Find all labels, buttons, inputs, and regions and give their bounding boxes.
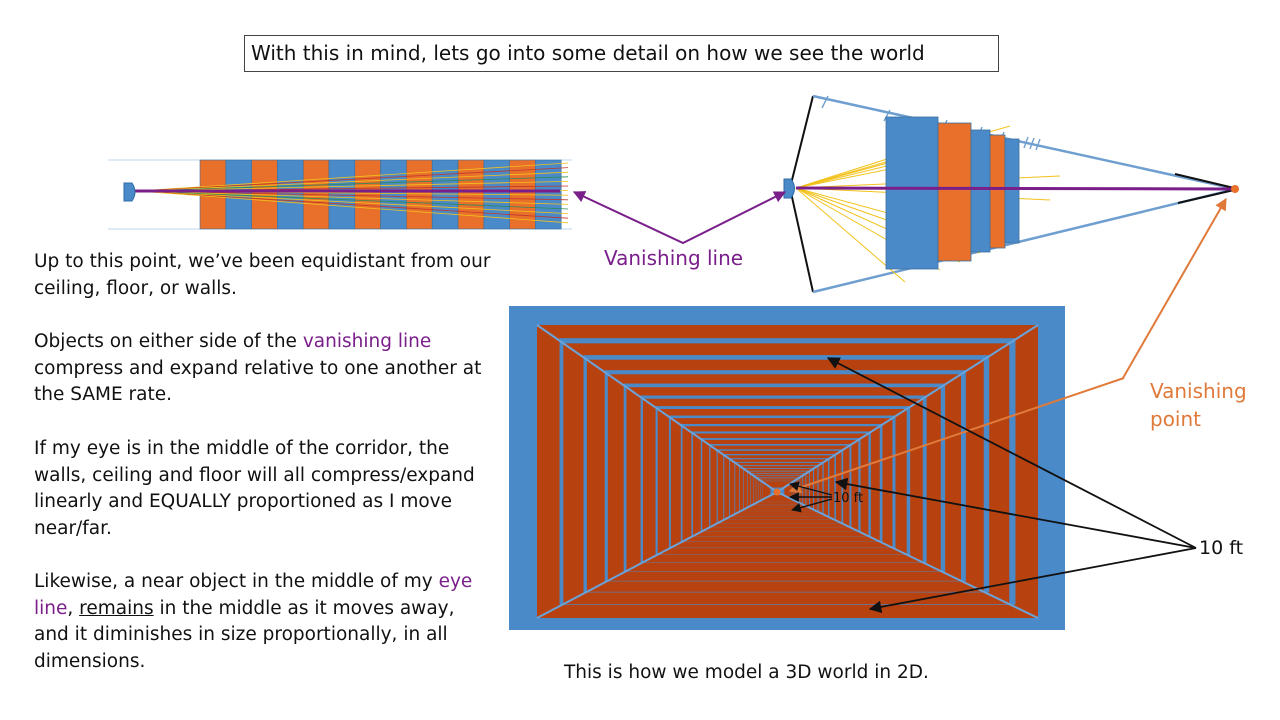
tunnel-diagonals bbox=[536, 324, 1039, 619]
remains-term: remains bbox=[79, 597, 154, 619]
upper-boundary-line bbox=[812, 94, 1237, 191]
sight-ray bbox=[135, 190, 569, 219]
tick-mark bbox=[1035, 138, 1041, 151]
tunnel-diagonal bbox=[776, 491, 1039, 619]
tick-mark bbox=[1029, 137, 1035, 150]
vanishing-point-label: Vanishing point bbox=[1150, 379, 1247, 431]
p2-text-before: Objects on either side of the bbox=[34, 331, 303, 352]
corridor-side-view bbox=[108, 159, 572, 230]
sight-ray bbox=[135, 162, 569, 192]
perspective-blocks bbox=[885, 116, 1020, 270]
blue-wall-strip bbox=[328, 159, 356, 230]
eye-icon bbox=[123, 182, 136, 202]
ten-ft-arrow-top bbox=[826, 357, 1197, 549]
orange-block bbox=[937, 122, 972, 262]
orange-wall-strip bbox=[406, 159, 433, 230]
orange-wall-strip bbox=[354, 159, 381, 230]
orange-block bbox=[989, 134, 1006, 249]
vanishing-point-dot bbox=[1231, 185, 1239, 193]
paragraph-compress: Objects on either side of the vanishing … bbox=[34, 329, 494, 409]
vanishing-point-arrow-up bbox=[1122, 197, 1227, 379]
sight-ray bbox=[135, 190, 569, 205]
ten-ft-arrow-middle bbox=[834, 477, 1197, 549]
blue-wall-strip bbox=[535, 159, 562, 230]
perspective-top-view bbox=[783, 94, 1239, 294]
vanishing-point-arrow-left bbox=[788, 377, 1125, 494]
ten-ft-arrow-bottom bbox=[868, 547, 1197, 614]
tick-mark bbox=[883, 109, 891, 122]
sight-ray bbox=[135, 176, 569, 192]
vanishing-line-label: Vanishing line bbox=[604, 246, 744, 270]
p4-text-mid: , bbox=[67, 597, 80, 619]
tunnel-perspective-view bbox=[509, 306, 1065, 630]
annotation-arrows bbox=[572, 191, 1227, 614]
ten-ft-label: 10 ft bbox=[1199, 537, 1244, 559]
tunnel-diagonal bbox=[776, 324, 1039, 493]
eye-line-term: eye line bbox=[34, 571, 473, 619]
paragraph-equidistant: Up to this point, we’ve been equidistant… bbox=[34, 251, 491, 299]
vanishing-line-term: vanishing line bbox=[302, 331, 432, 352]
tunnel-vanishing-point bbox=[773, 488, 781, 496]
slide-title: With this in mind, lets go into some det… bbox=[244, 35, 999, 72]
sight-ray bbox=[135, 190, 569, 214]
blue-wall-strip bbox=[380, 159, 407, 230]
vanishing-line-right bbox=[795, 186, 1237, 191]
tick-mark bbox=[1023, 136, 1029, 149]
p4-text-after: in the middle as it moves away, and it d… bbox=[34, 597, 455, 672]
vanishing-line-arrow bbox=[572, 191, 787, 245]
tunnel-diagonal bbox=[536, 324, 778, 493]
sight-ray bbox=[135, 171, 569, 192]
blue-block bbox=[885, 116, 939, 270]
paragraph-corridor: If my eye is in the middle of the corrid… bbox=[34, 438, 475, 539]
sight-ray bbox=[135, 190, 569, 210]
tunnel-diagonal bbox=[536, 491, 778, 619]
blue-block bbox=[970, 129, 991, 253]
sight-rays bbox=[135, 162, 569, 224]
eye-icon bbox=[783, 178, 795, 199]
sight-ray bbox=[135, 190, 569, 224]
tick-mark bbox=[821, 95, 829, 109]
ten-ft-small-label: 10 ft bbox=[833, 491, 864, 506]
slide-caption: This is how we model a 3D world in 2D. bbox=[564, 662, 929, 683]
sight-ray bbox=[135, 167, 569, 192]
paragraph-near-object: Likewise, a near object in the middle of… bbox=[34, 569, 494, 675]
p2-text-after: compress and expand relative to one anot… bbox=[34, 357, 482, 406]
blue-block bbox=[1004, 138, 1020, 244]
lower-boundary-line bbox=[812, 187, 1237, 294]
sight-ray bbox=[135, 181, 569, 192]
tunnel-frames bbox=[537, 325, 1038, 618]
p4-text-before: Likewise, a near object in the middle of… bbox=[34, 571, 439, 592]
